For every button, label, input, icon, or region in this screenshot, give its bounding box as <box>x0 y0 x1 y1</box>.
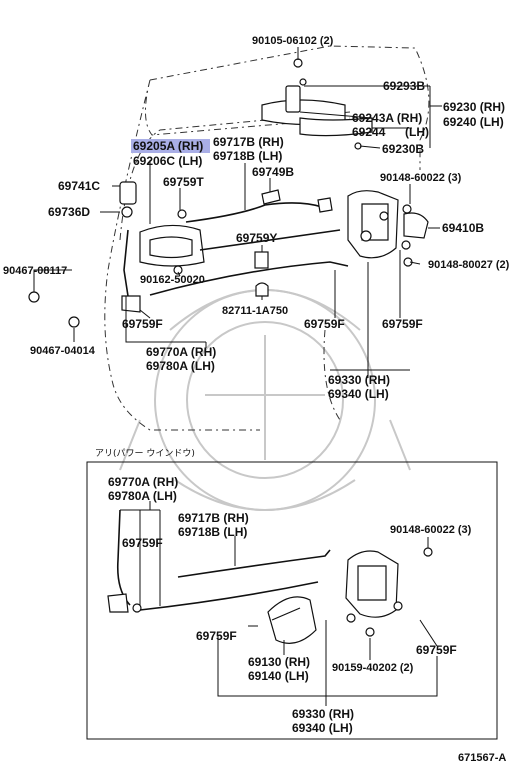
lower-parts <box>107 509 433 644</box>
label-69230: 69230 (RH) <box>443 100 505 114</box>
label-90162-50020: 90162-50020 <box>140 274 205 286</box>
label-90467-08117: 90467-08117 <box>3 265 67 277</box>
label-69759y: 69759Y <box>236 231 277 245</box>
lock-rod-upper <box>185 202 323 223</box>
label-90105-06102: 90105-06102 (2) <box>252 35 334 47</box>
label-69330-upper: 69330 (RH) <box>328 373 390 387</box>
lock-rod-lower <box>123 229 129 297</box>
label-69205a: 69205A (RH) <box>133 139 203 153</box>
section-title: アリ(パワー ウインドウ) <box>95 448 195 459</box>
label-69759f-upper-c: 69759F <box>382 317 423 331</box>
label-90148-60022-lower: 90148-60022 (3) <box>390 524 472 536</box>
label-69717b-lower: 69717B (RH) <box>178 511 249 525</box>
lock-rod-middle <box>149 261 349 296</box>
label-90159-40202: 90159-40202 (2) <box>332 662 414 674</box>
label-69759f-lower-b: 69759F <box>196 629 237 643</box>
label-69741c: 69741C <box>58 179 100 193</box>
label-69243a: 69243A (RH) <box>352 111 422 125</box>
label-69340-lower: 69340 (LH) <box>292 721 353 735</box>
leader-lines-lower <box>119 501 438 706</box>
label-69340-upper: 69340 (LH) <box>328 387 389 401</box>
figure-code: 671567-A <box>458 752 506 764</box>
label-69718b-lower: 69718B (LH) <box>178 525 247 539</box>
lock-rod-handle <box>199 229 341 251</box>
label-69770a-lower: 69770A (RH) <box>108 475 178 489</box>
label-69293b: 69293B <box>383 79 425 93</box>
door-window-frame <box>119 111 351 421</box>
door-outline <box>104 45 430 431</box>
label-69759f-lower-a: 69759F <box>122 536 163 550</box>
label-69759t: 69759T <box>163 175 204 189</box>
label-69410b: 69410B <box>442 221 484 235</box>
leader-lines-upper <box>33 47 442 378</box>
label-69330-lower: 69330 (RH) <box>292 707 354 721</box>
label-69140: 69140 (LH) <box>248 669 309 683</box>
label-69244-lh: (LH) <box>405 125 429 139</box>
lower-section-frame <box>86 461 498 740</box>
label-69749b: 69749B <box>252 165 294 179</box>
label-69240: 69240 (LH) <box>443 115 504 129</box>
label-82711-1a750: 82711-1A750 <box>222 305 288 317</box>
door-lock-assembly-upper <box>347 190 429 267</box>
label-69230b: 69230B <box>382 142 424 156</box>
label-69770a-upper: 69770A (RH) <box>146 345 216 359</box>
label-69759f-lower-c: 69759F <box>416 643 457 657</box>
label-69780a-upper: 69780A (LH) <box>146 359 215 373</box>
label-69130: 69130 (RH) <box>248 655 310 669</box>
label-69718b: 69718B (LH) <box>213 149 282 163</box>
label-69717b: 69717B (RH) <box>213 135 284 149</box>
inside-handle-part <box>119 181 205 275</box>
label-69736d: 69736D <box>48 205 90 219</box>
label-90148-80027: 90148-80027 (2) <box>428 259 510 271</box>
label-69206c: 69206C (LH) <box>133 154 202 168</box>
highlighted-part-label <box>131 139 210 153</box>
label-69244: 69244 <box>352 125 386 139</box>
label-90467-04014: 90467-04014 <box>30 345 96 357</box>
label-90148-60022: 90148-60022 (3) <box>380 172 462 184</box>
label-69759f-upper-b: 69759F <box>304 317 345 331</box>
label-69759f-upper-a: 69759F <box>122 317 163 331</box>
label-69780a-lower: 69780A (LH) <box>108 489 177 503</box>
